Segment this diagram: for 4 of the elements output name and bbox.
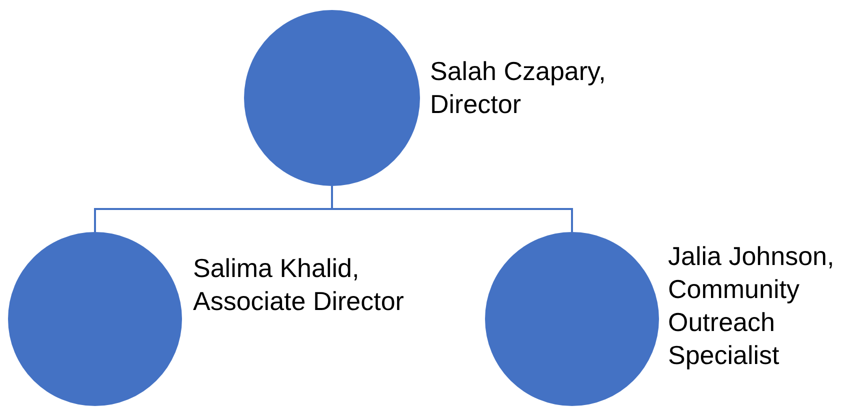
connector-line	[331, 186, 573, 232]
name-title-text: Salima Khalid, Associate Director	[193, 252, 405, 318]
name-title-text: Jalia Johnson, Community Outreach Specialist	[668, 240, 836, 372]
name-title-text: Salah Czapary, Director	[430, 55, 607, 121]
